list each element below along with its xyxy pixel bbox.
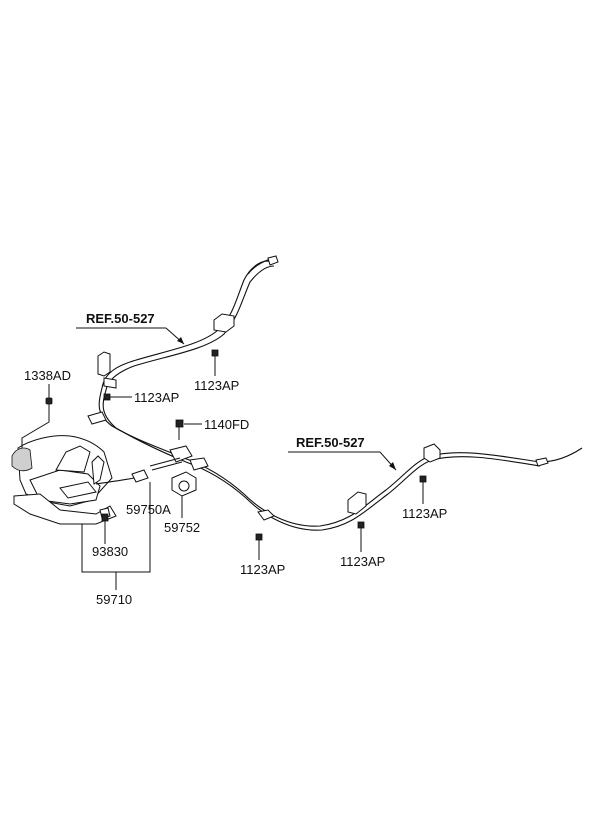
bolt-1123AP-upper-left [103,393,116,401]
part-label-59710: 59710 [96,592,132,607]
ref-label-upper: REF.50-527 [86,311,155,326]
part-label-1123AP-bottom-right: 1123AP [340,554,385,569]
bolt-93830 [101,513,109,528]
parking-brake-lever-assembly [11,435,149,525]
part-label-1123AP-bottom-center: 1123AP [240,562,285,577]
part-label-59750A: 59750A [126,502,171,517]
part-label-1123AP-right: 1123AP [402,506,447,521]
bracket-59752 [171,471,197,497]
bolt-1123AP-bottom-right [357,521,365,534]
part-label-1338AD: 1338AD [24,368,71,383]
ref-label-right: REF.50-527 [296,435,365,450]
bolt-1338AD [45,397,53,405]
part-label-93830: 93830 [92,544,128,559]
leader-lines [21,327,424,590]
cable-equalizer [149,445,209,471]
part-label-1140FD: 1140FD [204,417,249,432]
part-label-1123AP-top: 1123AP [194,378,239,393]
upper-brake-cable [87,255,279,463]
bolt-1123AP-bottom-center [255,533,263,546]
part-label-59752: 59752 [164,520,200,535]
bolt-1140FD [175,419,184,440]
lower-brake-cable [183,443,583,531]
bolt-1123AP-right [419,475,427,488]
bolt-1123AP-top [211,349,219,362]
part-label-1123AP-upper-left: 1123AP [134,390,179,405]
